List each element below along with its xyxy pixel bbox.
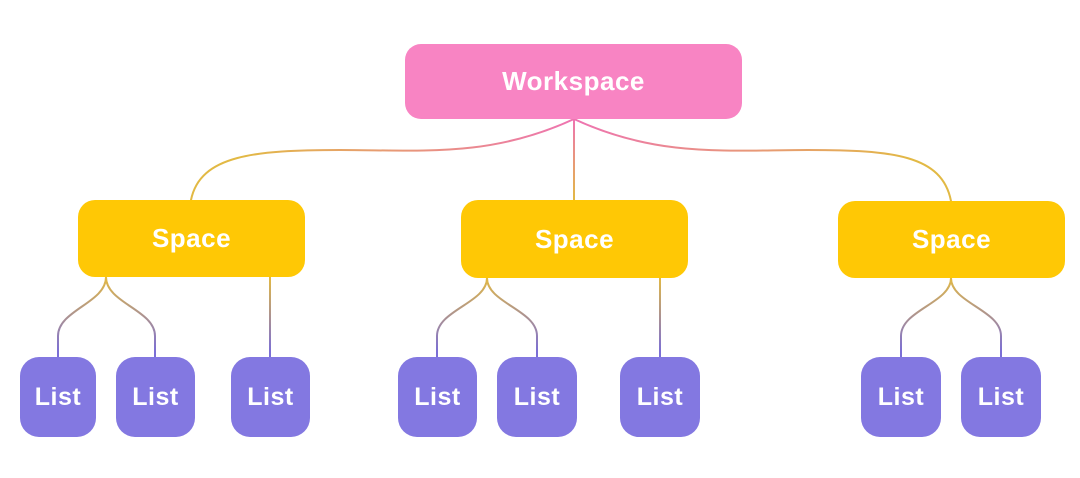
edge-space1-list-2 (105, 276, 156, 358)
list-node-4: List (398, 357, 477, 437)
space-label: Space (911, 224, 992, 254)
space-label: Space (151, 223, 232, 253)
list-node-6: List (620, 357, 700, 437)
edge-workspace-space-3 (573, 118, 952, 202)
space-node-3: Space (838, 201, 1065, 278)
list-node-7: List (861, 357, 941, 437)
list-label: List (247, 382, 294, 411)
space-node-1: Space (78, 200, 305, 277)
edge-space2-list-4 (436, 277, 488, 358)
list-node-1: List (20, 357, 96, 437)
list-label: List (414, 382, 461, 411)
list-node-5: List (497, 357, 577, 437)
workspace-label: Workspace (502, 66, 645, 96)
list-node-2: List (116, 357, 195, 437)
list-label: List (977, 382, 1025, 411)
list-label: List (877, 382, 925, 411)
space-node-2: Space (461, 200, 688, 278)
edge-workspace-space-1 (190, 118, 575, 201)
list-node-3: List (231, 357, 310, 437)
edge-space3-list-8 (950, 277, 1002, 358)
list-label: List (513, 382, 561, 411)
list-label: List (132, 382, 179, 411)
list-label: List (636, 382, 684, 411)
space-label: Space (534, 223, 615, 254)
edge-space1-list-1 (57, 276, 107, 358)
workspace-node: Workspace (405, 44, 742, 119)
edge-space3-list-7 (900, 277, 952, 358)
list-node-8: List (961, 357, 1041, 437)
list-label: List (34, 382, 82, 411)
edge-space2-list-5 (486, 277, 538, 358)
